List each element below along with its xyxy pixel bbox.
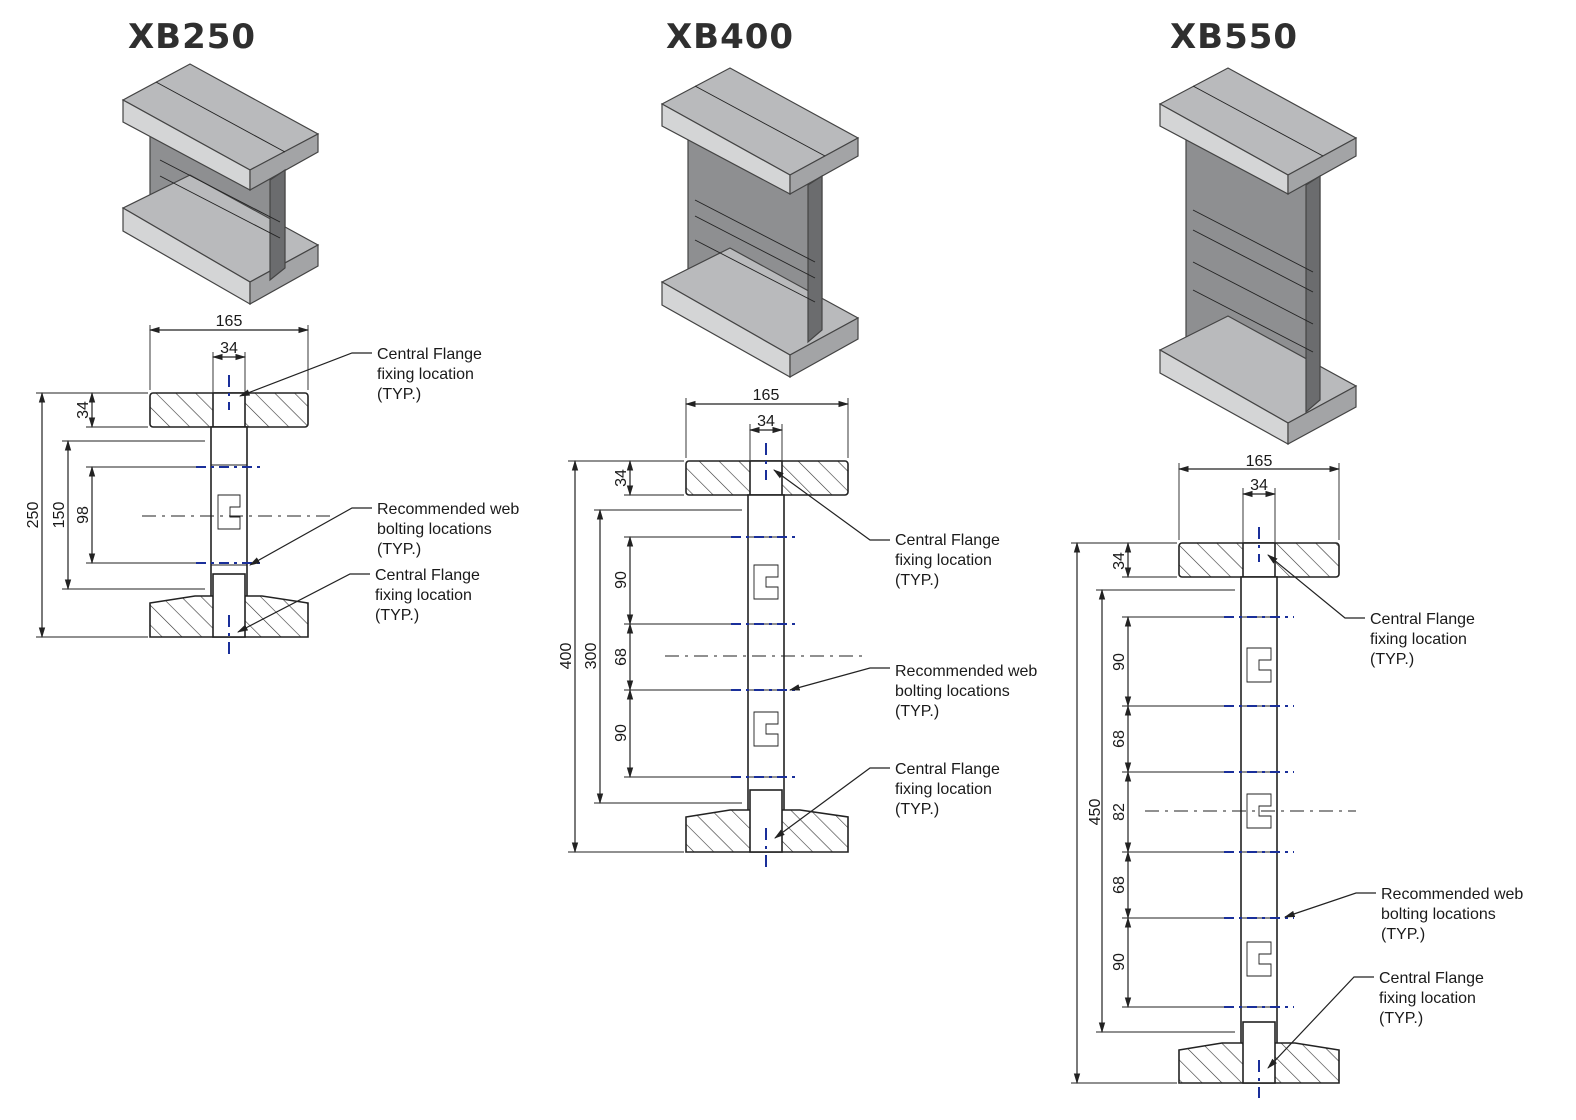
note-flange-top-xb250: Central Flange fixing location (TYP.) bbox=[377, 346, 486, 403]
note-flange-top-xb550: Central Flange fixing location (TYP.) bbox=[1370, 611, 1479, 668]
dim-web-xb250: 34 bbox=[220, 340, 238, 357]
dim-web-xb400: 34 bbox=[757, 413, 775, 430]
note-web-bolting-xb250: Recommended web bolting locations (TYP.) bbox=[377, 501, 524, 558]
dim-inner-xb400: 300 bbox=[583, 643, 600, 670]
dim-bolt1-xb550: 90 bbox=[1111, 653, 1128, 671]
dim-bolt2-xb400: 68 bbox=[613, 648, 630, 666]
dim-bolt3-xb400: 90 bbox=[613, 724, 630, 742]
dim-bolt1-xb400: 90 bbox=[613, 571, 630, 589]
dim-web-xb550: 34 bbox=[1250, 477, 1268, 494]
section-xb400: 165 34 34 400 300 90 68 90 Central Flang… bbox=[558, 387, 1042, 868]
dim-width-xb250: 165 bbox=[216, 313, 243, 330]
iso-render-xb550 bbox=[1158, 67, 1358, 446]
note-flange-top-xb400: Central Flange fixing location (TYP.) bbox=[895, 532, 1004, 589]
dim-height-xb400: 400 bbox=[558, 643, 575, 670]
dim-flange-xb250: 34 bbox=[75, 401, 92, 419]
note-flange-bottom-xb400: Central Flange fixing location (TYP.) bbox=[895, 761, 1004, 818]
note-flange-bottom-xb250: Central Flange fixing location (TYP.) bbox=[375, 567, 484, 624]
dim-inner-xb250: 150 bbox=[51, 502, 68, 529]
note-flange-bottom-xb550: Central Flange fixing location (TYP.) bbox=[1379, 970, 1488, 1027]
section-xb250: 165 34 34 250 150 98 Central Flange fixi… bbox=[25, 313, 524, 655]
dim-bolt4-xb550: 68 bbox=[1111, 876, 1128, 894]
dim-flange-xb400: 34 bbox=[613, 469, 630, 487]
title-xb550: XB550 bbox=[1170, 17, 1298, 57]
note-web-bolting-xb400: Recommended web bolting locations (TYP.) bbox=[895, 663, 1042, 720]
dim-width-xb400: 165 bbox=[753, 387, 780, 404]
title-xb250: XB250 bbox=[128, 17, 256, 57]
title-xb400: XB400 bbox=[666, 17, 794, 57]
note-web-bolting-xb550: Recommended web bolting locations (TYP.) bbox=[1381, 886, 1528, 943]
dim-bolt5-xb550: 90 bbox=[1111, 953, 1128, 971]
iso-render-xb400 bbox=[660, 67, 860, 379]
dim-bolt2-xb550: 68 bbox=[1111, 730, 1128, 748]
section-xb550: 165 34 34 450 90 68 82 68 90 Central Fla… bbox=[1071, 453, 1528, 1098]
dim-height-xb250: 250 bbox=[25, 502, 42, 529]
dim-width-xb550: 165 bbox=[1246, 453, 1273, 470]
dim-flange-xb550: 34 bbox=[1111, 552, 1128, 570]
dim-height-xb550: 450 bbox=[1087, 799, 1104, 826]
dim-bolt-xb250: 98 bbox=[75, 506, 92, 524]
iso-render-xb250 bbox=[121, 63, 320, 306]
dim-bolt3-xb550: 82 bbox=[1111, 803, 1128, 821]
